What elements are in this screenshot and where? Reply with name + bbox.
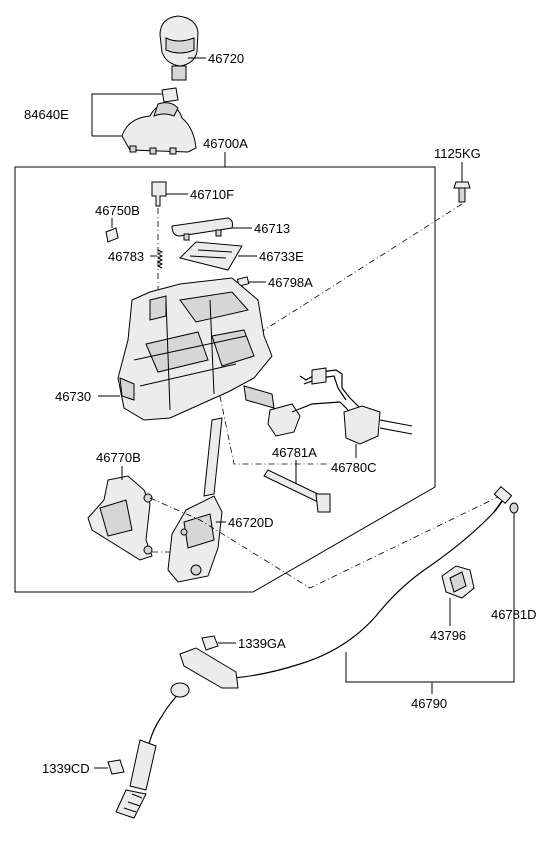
centerline-1125KG bbox=[257, 203, 463, 335]
label-46790: 46790 bbox=[411, 696, 447, 711]
shift-boot bbox=[121, 87, 197, 155]
grommet-43796 bbox=[441, 565, 475, 599]
cable-46790 bbox=[115, 485, 513, 819]
leader-46790 bbox=[345, 606, 515, 694]
label-46720: 46720 bbox=[208, 51, 244, 66]
nut-1339GA bbox=[201, 635, 219, 651]
rod-46781A bbox=[263, 469, 331, 513]
housing-46730 bbox=[117, 277, 273, 421]
leader-84640E bbox=[91, 93, 162, 137]
centerline-46781A bbox=[219, 395, 328, 465]
nut-1339CD bbox=[107, 759, 125, 775]
label-46780C: 46780C bbox=[331, 460, 377, 475]
assembly-frame bbox=[14, 166, 436, 593]
label-46730: 46730 bbox=[55, 389, 91, 404]
clip-46781D bbox=[509, 502, 519, 514]
label-46781D: 46781D bbox=[491, 607, 537, 622]
lever-46720D bbox=[167, 417, 223, 583]
label-46783: 46783 bbox=[108, 249, 144, 264]
shift-knob bbox=[159, 15, 199, 81]
label-46720D: 46720D bbox=[228, 515, 274, 530]
bolt-1125KG bbox=[453, 181, 471, 203]
label-1339GA: 1339GA bbox=[238, 636, 286, 651]
label-43796: 43796 bbox=[430, 628, 466, 643]
harness-46780C bbox=[243, 367, 413, 445]
label-46770B: 46770B bbox=[96, 450, 141, 465]
bracket-46770B bbox=[87, 475, 153, 561]
label-46713: 46713 bbox=[254, 221, 290, 236]
switch-46710F bbox=[151, 181, 167, 207]
label-1339CD: 1339CD bbox=[42, 761, 90, 776]
label-46710F: 46710F bbox=[190, 187, 234, 202]
spring-46783 bbox=[156, 249, 164, 269]
label-1125KG: 1125KG bbox=[434, 146, 481, 161]
centerline-lever bbox=[149, 495, 501, 589]
plate-46733E bbox=[179, 241, 243, 271]
label-46700A: 46700A bbox=[203, 136, 248, 151]
clip-46750B bbox=[105, 227, 119, 243]
label-84640E: 84640E bbox=[24, 107, 69, 122]
label-46750B: 46750B bbox=[95, 203, 140, 218]
label-46798A: 46798A bbox=[268, 275, 313, 290]
cover-46713 bbox=[171, 217, 233, 241]
label-46781A: 46781A bbox=[272, 445, 317, 460]
label-46733E: 46733E bbox=[259, 249, 304, 264]
